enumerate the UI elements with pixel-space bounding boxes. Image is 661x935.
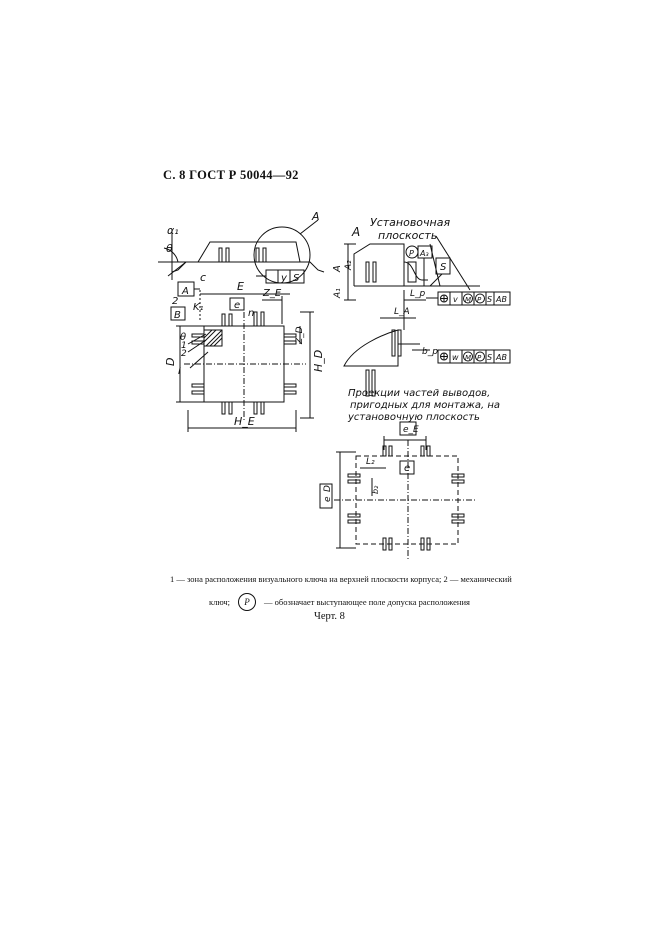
label-k1: K₁ [193, 302, 204, 313]
label-a1-height: A₁ [333, 288, 343, 299]
side-view-right [344, 235, 511, 330]
label-la: L_A [394, 307, 410, 317]
label-proj-1: Проекции частей выводов, [348, 388, 490, 399]
label-one: 1 [181, 341, 187, 351]
tol-ab-1: AB [495, 295, 507, 304]
datum-b: B [174, 310, 181, 321]
label-a1: α₁ [167, 224, 179, 237]
label-a-height: A [332, 265, 343, 273]
label-a2: A₂ [344, 260, 354, 271]
lead-detail [343, 329, 511, 397]
label-n: n [248, 308, 254, 319]
label-e-big: E [237, 280, 244, 293]
label-he: H_E [234, 415, 255, 428]
tol-s-1: S [487, 295, 492, 304]
side-view-left [158, 219, 325, 284]
label-l2: L₂ [366, 457, 375, 467]
label-ee: e_E [403, 425, 419, 435]
label-proj-2: пригодных для монтажа, на [350, 400, 500, 411]
page-header: С. 8 ГОСТ Р 50044—92 [163, 168, 299, 183]
label-lp: L_p [410, 289, 426, 299]
label-theta-2: θ [180, 332, 186, 343]
label-c: c [200, 271, 206, 284]
figure-label: Черт. 8 [314, 611, 345, 622]
label-two-b: 2 [181, 349, 187, 359]
caption-prefix: ключ; [209, 597, 231, 607]
datum-a: A [181, 286, 189, 297]
tol-ab-2: AB [495, 353, 507, 362]
plan-view-left [170, 281, 314, 432]
label-ustanov-2: плоскость [378, 229, 437, 242]
tol-p-1: P [477, 296, 482, 304]
label-s-right: S [440, 262, 447, 273]
label-two: 2 [172, 296, 178, 307]
label-e-pitch: e [234, 300, 240, 311]
tol-m-1: M [465, 296, 471, 304]
caption-line-1: 1 — зона расположения визуального ключа … [170, 574, 512, 584]
tol-v: v [453, 295, 458, 304]
label-a-detail: A [311, 210, 320, 223]
label-zd: Z_D [295, 326, 305, 345]
standard-number: ГОСТ Р 50044—92 [189, 168, 299, 182]
label-ustanov-1: Установочная [370, 216, 450, 229]
label-a-side: A [351, 225, 360, 239]
label-d: D [164, 358, 177, 366]
tol-s-2: S [487, 353, 492, 362]
label-i: I [178, 366, 181, 377]
label-theta: θ [166, 242, 173, 255]
footprint-view [319, 421, 476, 560]
caption-suffix: — обозначает выступающее поле допуска ра… [264, 597, 470, 607]
label-p-circle: P [409, 249, 414, 258]
label-e-footprint: e [404, 463, 410, 474]
label-b2: b₂ [371, 485, 380, 494]
caption-line-1-text: 1 — зона расположения визуального ключа … [170, 574, 512, 584]
label-hd: H_D [312, 350, 325, 372]
label-s-left: S [293, 273, 300, 284]
projected-tolerance-symbol: P [238, 593, 257, 611]
tol-m-2: M [465, 354, 471, 362]
label-ze: Z_E [262, 288, 282, 299]
tol-p-2: P [477, 354, 482, 362]
label-bp: b_p [422, 347, 438, 357]
tol-w: w [452, 353, 459, 362]
caption-line-2: ключ; P — обозначает выступающее поле до… [209, 593, 470, 611]
page-number: С. 8 [163, 168, 186, 182]
label-y: y [280, 273, 288, 284]
label-proj-3: установочную плоскость [347, 412, 480, 423]
label-a3: A₃ [419, 249, 429, 258]
label-ed: e_D [323, 485, 333, 502]
